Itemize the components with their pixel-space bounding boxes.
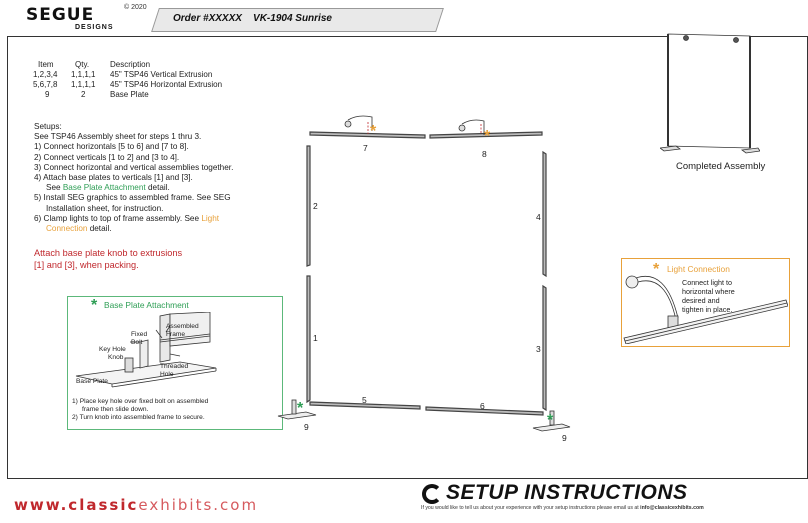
light-connection-title: Light Connection: [667, 264, 730, 274]
star-icon: *: [370, 123, 377, 140]
part-label-6: 6: [480, 401, 485, 411]
part-label-8: 8: [482, 149, 487, 159]
text: See: [46, 183, 63, 193]
base-plate-detail: [67, 296, 283, 430]
base-plate-illustration: [75, 312, 217, 388]
url-part: exhibits.com: [138, 496, 259, 514]
setup-steps: Setups: See TSP46 Assembly sheet for ste…: [34, 122, 284, 234]
light-connection-steps: Connect light to horizontal where desire…: [682, 278, 735, 314]
star-icon: *: [653, 261, 660, 278]
col-description: Description: [110, 60, 151, 69]
classic-logo-icon: [422, 484, 442, 504]
table-row: 1,2,3,4 1,1,1,1 45" TSP46 Vertical Extru…: [30, 70, 250, 80]
setup-line: See TSP46 Assembly sheet for steps 1 thr…: [34, 132, 202, 142]
completed-assembly-label: Completed Assembly: [676, 161, 766, 172]
packing-warning: Attach base plate knob to extrusions [1]…: [34, 247, 182, 271]
label-key-hole: Key Hole: [99, 346, 126, 353]
cell-desc: 45" TSP46 Horizontal Extrusion: [110, 80, 223, 89]
feedback-note: If you would like to tell us about your …: [421, 505, 806, 511]
base-plate-step1: 1) Place key hole over fixed bolt on ass…: [72, 398, 277, 422]
setup-line: 3) Connect horizontal and vertical assem…: [34, 162, 234, 172]
star-icon: *: [484, 128, 491, 145]
setups-title: Setups:: [34, 122, 62, 131]
cell-item: 5,6,7,8: [33, 80, 58, 89]
part-label-9-left: 9: [304, 422, 309, 432]
part-label-1: 1: [313, 333, 318, 343]
light-connection-link[interactable]: Light: [201, 213, 220, 223]
parts-table: Item Qty. Description 1,2,3,4 1,1,1,1 45…: [30, 60, 250, 100]
step-line: tighten in place.: [682, 305, 733, 314]
step-line: horizontal where: [682, 287, 735, 296]
step-line: Connect light to: [682, 278, 732, 287]
cell-qty: 1,1,1,1: [71, 70, 96, 79]
base-plate-link[interactable]: Base Plate Attachment: [62, 183, 146, 193]
cell-item: 1,2,3,4: [33, 70, 58, 79]
text: detail.: [87, 224, 112, 234]
label-assembled-frame: Assembled Frame: [166, 323, 199, 338]
star-icon: *: [547, 412, 554, 429]
table-row: 5,6,7,8 1,1,1,1 45" TSP46 Horizontal Ext…: [30, 80, 250, 90]
label-knob: Knob: [108, 354, 124, 361]
step-line: 1) Place key hole over fixed bolt on ass…: [72, 398, 209, 405]
cell-desc: Base Plate: [110, 90, 149, 99]
setup-line: See Base Plate Attachment detail.: [34, 183, 284, 193]
light-connection-detail: [621, 258, 790, 347]
label-fixed-bolt: Fixed Bolt: [131, 331, 148, 346]
cell-desc: 45" TSP46 Vertical Extrusion: [110, 70, 213, 79]
part-label-9-right: 9: [562, 433, 567, 443]
step-line: 2) Turn knob into assembled frame to sec…: [72, 414, 205, 421]
setup-line: 2) Connect verticals [1 to 2] and [3 to …: [34, 152, 180, 162]
cell-item: 9: [45, 90, 50, 99]
completed-assembly-illustration: [660, 33, 760, 154]
warning-line: [1] and [3], when packing.: [34, 260, 139, 270]
star-icon: *: [297, 400, 304, 417]
cell-qty: 2: [81, 90, 86, 99]
brand-logo: SEGUE: [26, 5, 95, 25]
feedback-email-link[interactable]: info@classicexhibits.com: [640, 505, 704, 511]
note-text: If you would like to tell us about your …: [421, 505, 641, 511]
setup-line: 1) Connect horizontals [5 to 6] and [7 t…: [34, 142, 189, 152]
setup-instructions-title: SETUP INSTRUCTIONS: [446, 481, 688, 504]
part-label-7: 7: [363, 143, 368, 153]
light-connection-link[interactable]: Connection: [46, 224, 88, 234]
copyright: © 2020: [124, 4, 147, 11]
step-line: desired and: [682, 296, 720, 305]
brand-logo-sub: DESIGNS: [75, 24, 114, 31]
frame-assembly-diagram: [277, 115, 571, 432]
table-row: 9 2 Base Plate: [30, 90, 250, 100]
company-url[interactable]: www.classicexhibits.com: [14, 496, 258, 514]
setup-line: 4) Attach base plates to verticals [1] a…: [34, 173, 193, 183]
order-title: Order #XXXXX VK-1904 Sunrise: [173, 13, 332, 24]
part-label-4: 4: [536, 212, 541, 222]
warning-line: Attach base plate knob to extrusions: [34, 248, 183, 258]
setup-line: 5) Install SEG graphics to assembled fra…: [34, 193, 231, 203]
col-qty: Qty.: [75, 60, 90, 69]
part-label-2: 2: [313, 201, 318, 211]
star-icon: *: [91, 297, 98, 314]
col-item: Item: [38, 60, 54, 69]
setup-line: Connection detail.: [34, 224, 284, 234]
light-clamp-illustration: [623, 275, 788, 344]
text: 6) Clamp lights to top of frame assembly…: [34, 213, 202, 223]
step-line: frame then slide down.: [82, 406, 149, 413]
label-base-plate: Base Plate: [76, 378, 108, 385]
url-part: www.classic: [14, 496, 139, 514]
setup-line: Installation sheet, for instruction.: [46, 203, 164, 213]
label-threaded-hole: Threaded Hole: [160, 363, 189, 378]
parts-table-header: Item Qty. Description: [30, 60, 250, 70]
base-plate-detail-title: Base Plate Attachment: [104, 300, 189, 310]
part-label-5: 5: [362, 395, 367, 405]
cell-qty: 1,1,1,1: [71, 80, 96, 89]
part-label-3: 3: [536, 344, 541, 354]
setup-line: 6) Clamp lights to top of frame assembly…: [34, 214, 284, 224]
text: detail.: [145, 183, 170, 193]
